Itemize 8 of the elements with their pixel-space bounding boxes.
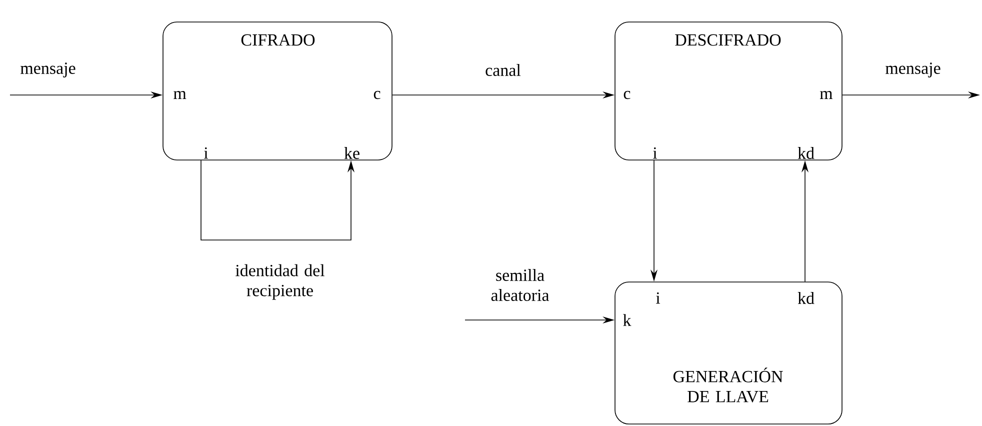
- process-box: DESCIFRADO c m i kd: [614, 22, 842, 160]
- process-box: CIFRADO m c i ke: [162, 22, 392, 160]
- edge-label: canal: [486, 64, 521, 76]
- process-box: i kd k GENERACIÓN DE LLAVE: [614, 282, 842, 424]
- edge-label: semilla aleatoria: [491, 269, 550, 301]
- edge-label: mensaje: [886, 62, 940, 78]
- edge-label: mensaje: [20, 62, 76, 78]
- edge-label: identidad del recipiente: [236, 264, 325, 300]
